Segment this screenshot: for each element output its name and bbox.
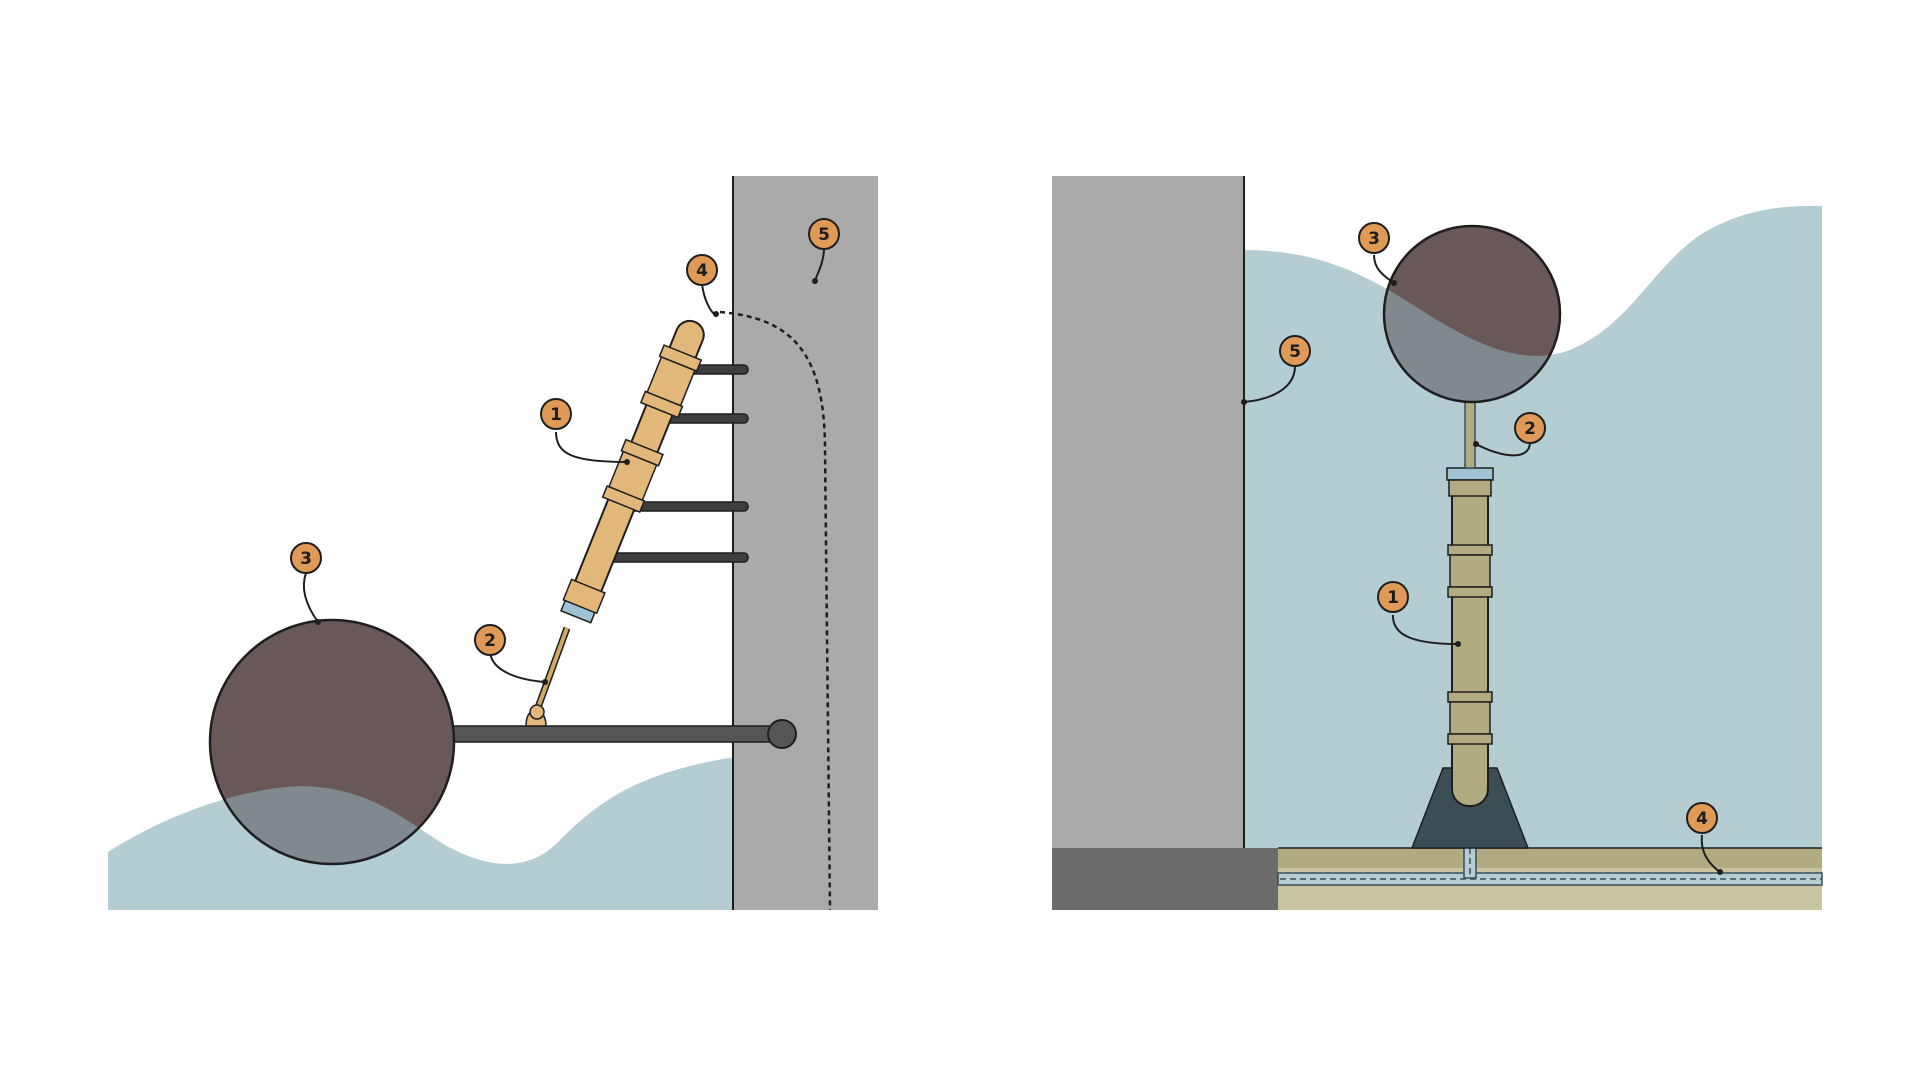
callout-badge-5: 5 [808,218,840,250]
ground-strip [1278,848,1822,868]
callout-badge-3: 3 [1358,222,1390,254]
linkage-rod [525,626,571,727]
callout-number: 4 [1696,809,1708,829]
foundation [1052,848,1278,910]
callout-leader-1 [555,431,628,463]
left-diagram: 1 2 3 4 5 [108,176,878,911]
callout-number: 5 [818,225,830,245]
left-callout-dots [315,278,818,685]
right-diagram: 1 2 3 4 5 [1052,176,1823,910]
sleeve-assembly [1446,467,1494,807]
callout-leader-2 [489,651,546,683]
water-surface [1240,205,1822,871]
callout-leader-5 [1243,365,1296,403]
right-callout-leaders [1243,254,1721,873]
callout-badge-4: 4 [686,254,718,286]
callout-leader-4 [701,283,715,315]
callout-number: 1 [1387,588,1399,608]
float-ball [1382,224,1562,404]
callout-leader-3 [1373,254,1395,284]
callout-leader-4 [1700,834,1721,873]
callout-number: 5 [1289,342,1301,362]
callout-badge-5: 5 [1279,335,1311,367]
callout-number: 3 [300,549,312,569]
linkage-rod [1464,399,1476,469]
sleeve-assembly [560,319,705,624]
callout-number: 2 [1524,419,1536,439]
callout-leader-2 [1475,441,1531,457]
callout-number: 1 [550,405,562,425]
left-callouts: 1 2 3 4 5 [290,218,840,656]
callout-badge-2: 2 [1514,412,1546,444]
callout-badge-1: 1 [1377,581,1409,613]
callout-number: 4 [696,261,708,281]
callout-badge-4: 4 [1686,802,1718,834]
callout-number: 3 [1368,229,1380,249]
pivot-point [767,719,797,749]
callout-badge-3: 3 [290,542,322,574]
wall [733,176,878,910]
callout-leader-1 [1391,614,1459,645]
callout-badge-2: 2 [474,624,506,656]
right-callout-dots [1241,280,1723,875]
callout-badge-1: 1 [540,398,572,430]
callout-number: 2 [484,631,496,651]
right-callouts: 1 2 3 4 5 [1279,222,1718,834]
callout-leader-3 [302,572,319,623]
wall [1052,176,1244,848]
cable [719,310,832,911]
